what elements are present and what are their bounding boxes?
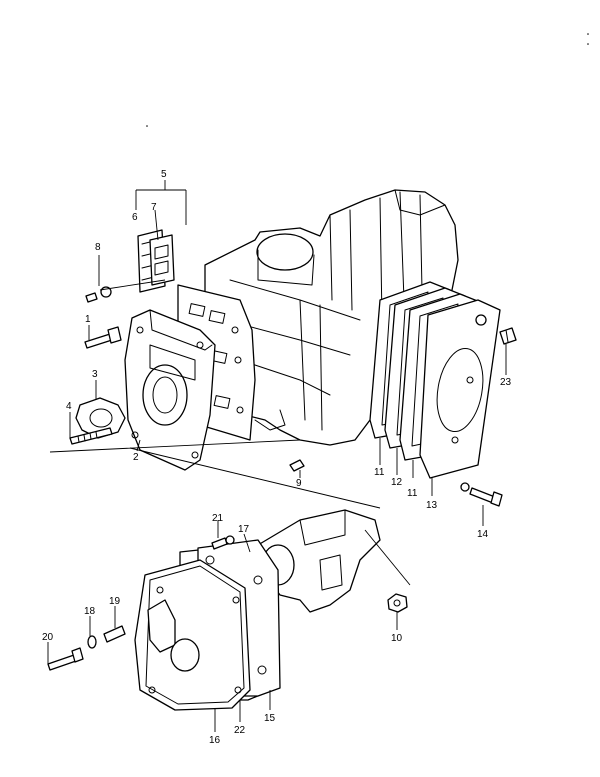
bolt-21	[211, 535, 235, 550]
label-part-11a: 11	[374, 467, 385, 478]
label-part-23: 23	[500, 377, 512, 388]
label-part-5: 5	[161, 169, 167, 180]
label-part-4: 4	[66, 401, 72, 412]
label-part-16: 16	[209, 735, 221, 746]
label-part-17: 17	[238, 524, 250, 535]
phantom-lines	[49, 279, 411, 586]
label-part-9: 9	[296, 478, 302, 489]
speck	[146, 125, 148, 127]
label-part-15: 15	[264, 713, 276, 724]
label-part-19: 19	[109, 596, 121, 607]
flange-gasket-3	[75, 397, 126, 439]
label-part-2: 2	[133, 452, 139, 463]
anode-23	[499, 327, 517, 345]
label-part-12: 12	[391, 477, 403, 488]
label-part-21: 21	[212, 513, 224, 524]
leader-lines	[47, 180, 507, 732]
speck	[587, 43, 589, 45]
label-part-11b: 11	[407, 488, 418, 499]
bolt-1	[84, 326, 122, 349]
nut-10	[387, 593, 408, 613]
label-part-20: 20	[42, 632, 54, 643]
label-part-18: 18	[84, 606, 96, 617]
washer-18	[87, 635, 97, 649]
label-part-7: 7	[151, 202, 157, 213]
label-part-22: 22	[234, 725, 246, 736]
exhaust-cover-13	[419, 299, 501, 479]
bolt-20	[47, 647, 84, 671]
label-part-13: 13	[426, 500, 438, 511]
label-part-6: 6	[132, 212, 138, 223]
label-part-3: 3	[92, 369, 98, 380]
cover-16	[134, 559, 251, 711]
intake-manifold	[124, 309, 216, 471]
pin-19	[103, 625, 126, 643]
label-part-1: 1	[85, 314, 91, 325]
bolt-14	[460, 482, 503, 507]
label-part-10: 10	[391, 633, 403, 644]
label-part-14: 14	[477, 529, 489, 540]
speck	[587, 33, 589, 35]
stud-bolt-4	[69, 427, 113, 445]
part-number-labels: 5 6 7 8 1 3 4 2 9 11 12 11 13 14 23 10 2…	[42, 169, 512, 746]
bolt-9	[289, 459, 305, 472]
gasket-7	[149, 234, 175, 286]
label-part-8: 8	[95, 242, 101, 253]
